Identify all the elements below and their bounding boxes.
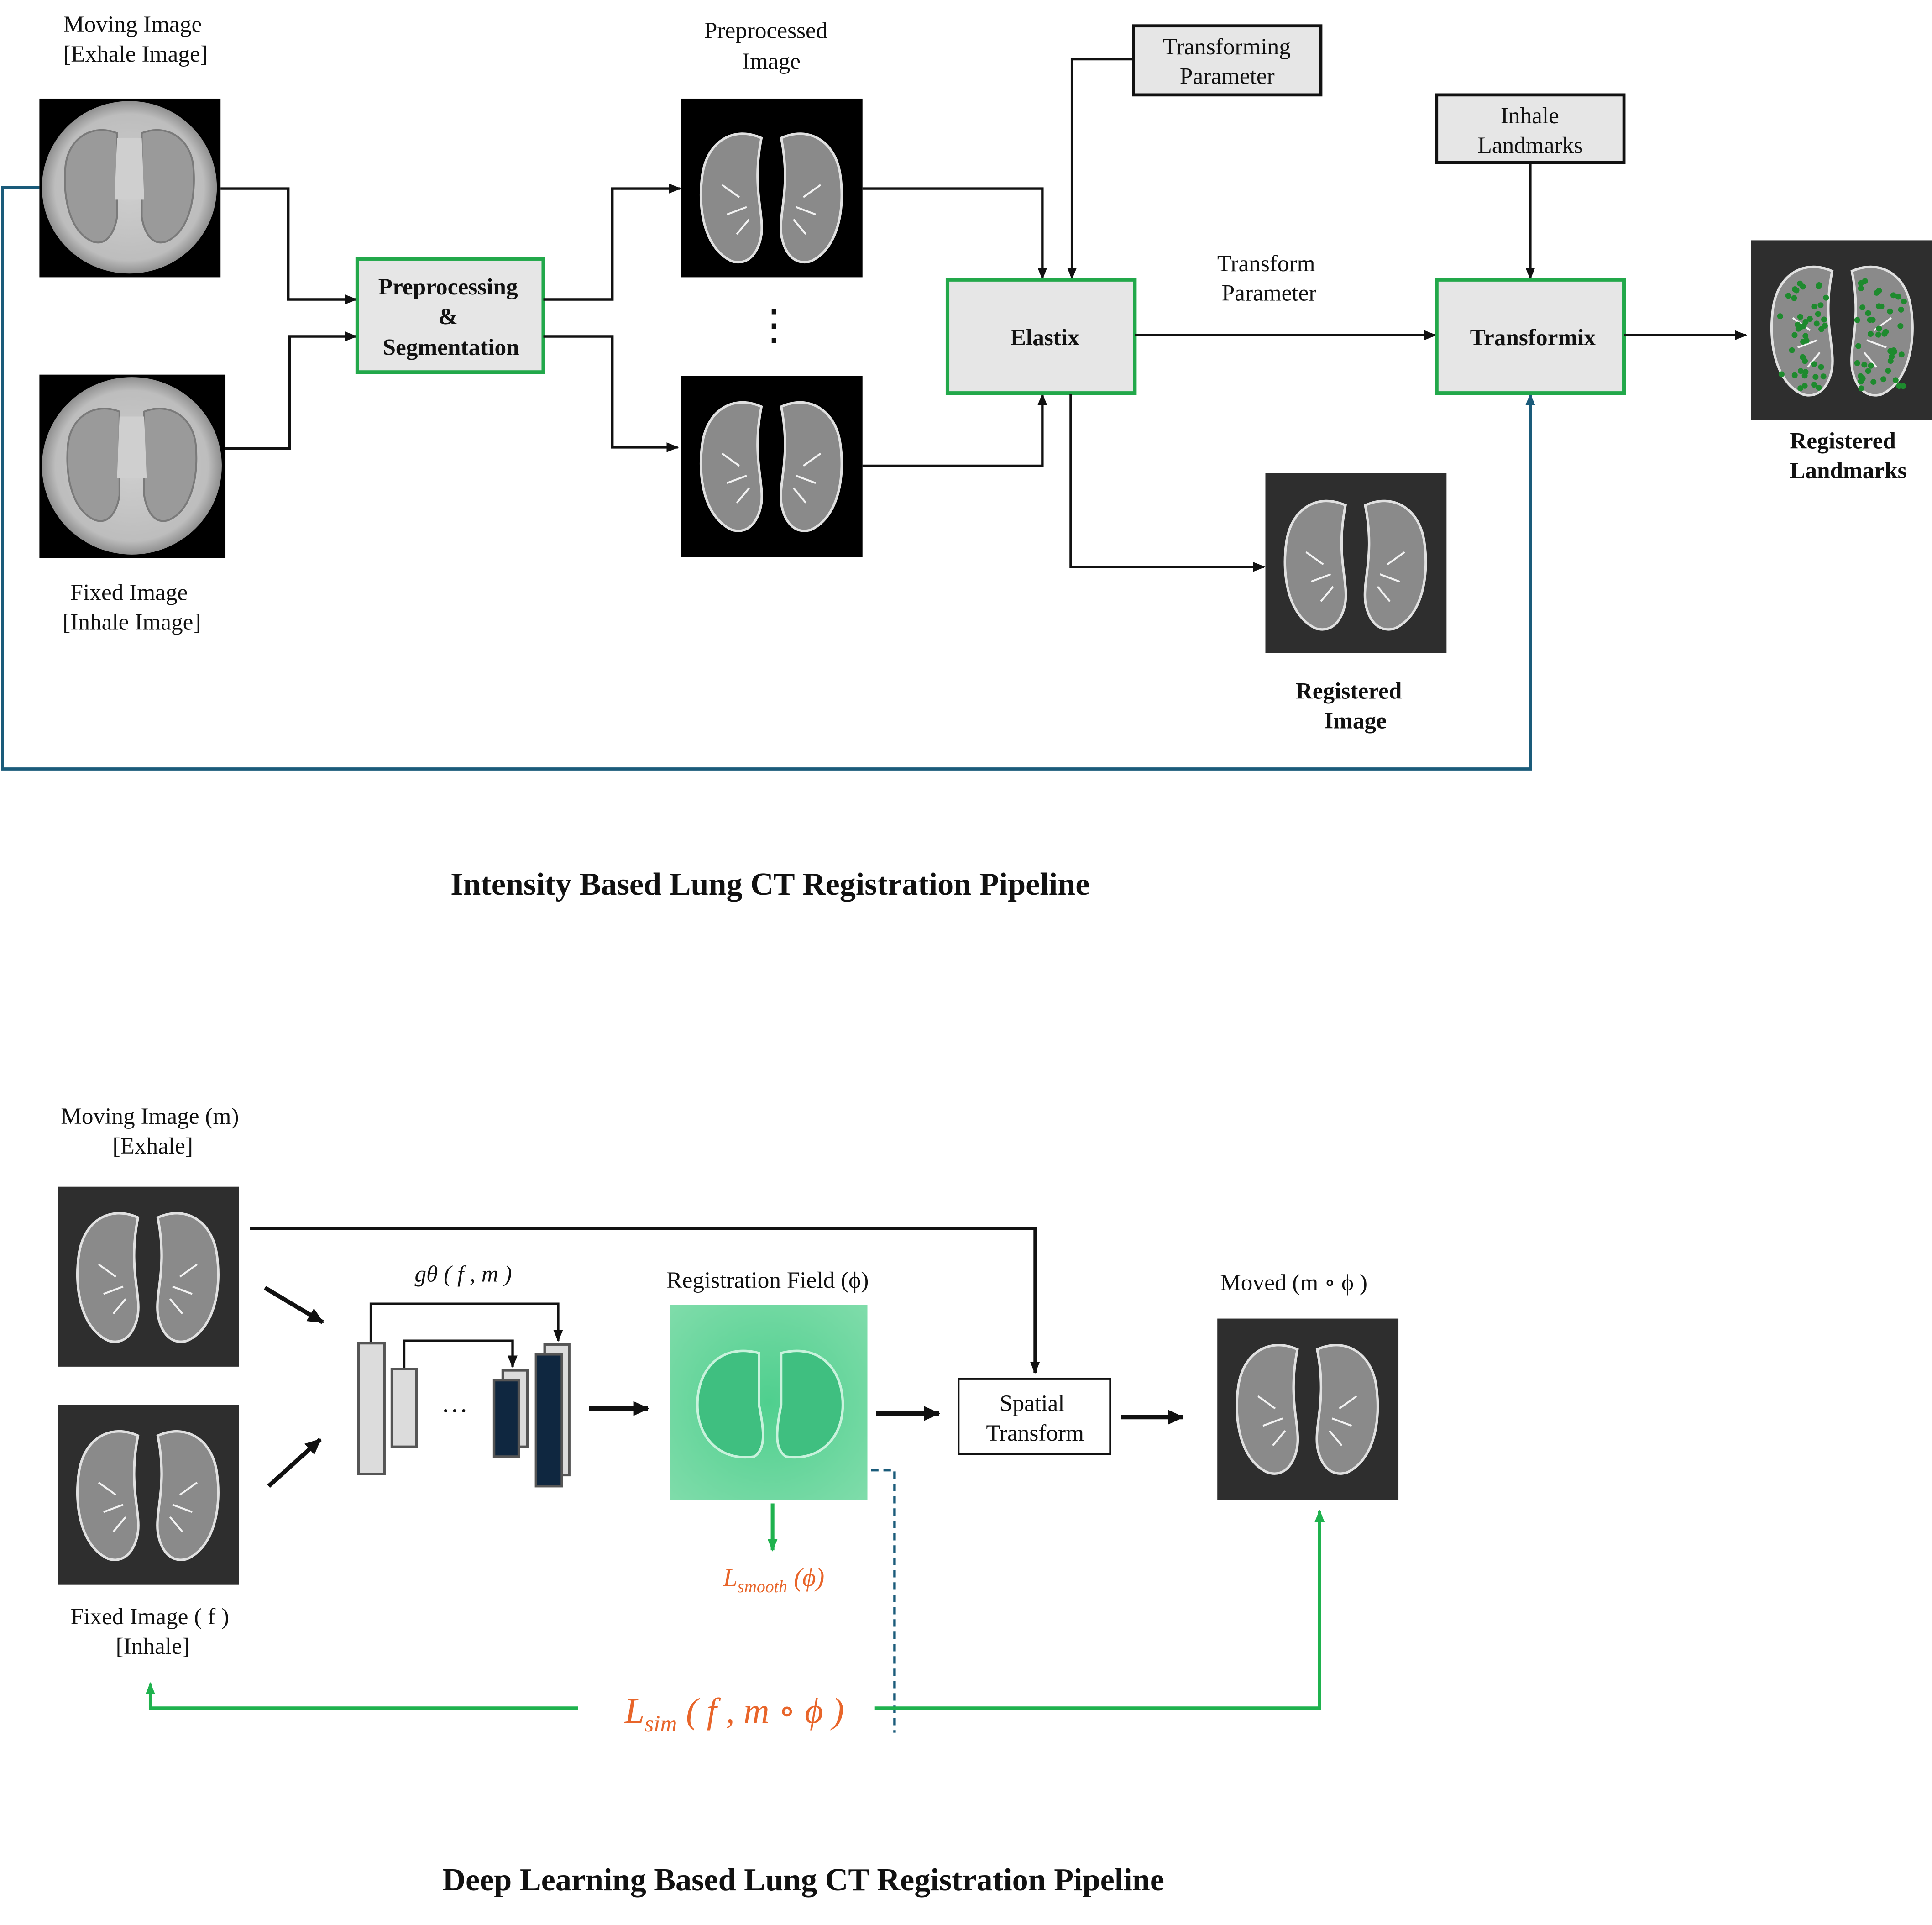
- network-label: gθ ( f , m ): [414, 1261, 512, 1287]
- registered-landmarks-image: [1751, 240, 1932, 420]
- transforming-parameter-box: [1132, 24, 1323, 97]
- dl-moving-image: [58, 1186, 239, 1367]
- moving-to-preprocessing-arrow: [220, 187, 357, 304]
- registered-landmarks-label: Registered Landmarks: [1790, 428, 1906, 484]
- sim-loss-to-fixed-arrow: [145, 1682, 578, 1710]
- image2-to-elastix-arrow: [862, 393, 1047, 467]
- elastix-to-registered-arrow: [1069, 394, 1266, 572]
- fixed-image-label: Fixed Image [Inhale Image]: [63, 580, 201, 635]
- registered-image: [1265, 473, 1447, 653]
- vertical-ellipsis: ⋮: [753, 301, 795, 348]
- network-ellipsis: ···: [441, 1395, 468, 1426]
- moving-image-thumbnail: [39, 98, 221, 278]
- registered-image-label: Registered Image: [1296, 678, 1408, 734]
- transformix-label: Transformix: [1470, 325, 1596, 351]
- moved-image-label: Moved (m ∘ ϕ ): [1220, 1269, 1367, 1296]
- spatial-transform-box: [958, 1378, 1111, 1455]
- moving-to-network-arrow: [263, 1286, 324, 1324]
- intensity-pipeline: Moving Image [Exhale Image] Fixed Image …: [1, 11, 1932, 902]
- param-to-elastix-arrow: [1067, 58, 1134, 280]
- registration-field-image: [670, 1305, 868, 1500]
- fixed-to-network-arrow: [267, 1437, 322, 1488]
- dl-fixed-image-label: Fixed Image ( f ) [Inhale]: [71, 1604, 235, 1659]
- moving-to-spatial-transform-arrow: [250, 1227, 1040, 1374]
- preprocessed-image-1: [681, 98, 863, 278]
- similarity-loss-label: Lsim ( f , m ∘ ϕ ): [624, 1691, 844, 1737]
- transform-parameter-label: Transform Parameter: [1217, 251, 1321, 306]
- dl-fixed-image: [58, 1405, 239, 1585]
- fixed-to-preprocessing-arrow: [225, 331, 357, 450]
- preprocessing-segmentation-box: [355, 257, 545, 374]
- moving-image-label: Moving Image [Exhale Image]: [63, 11, 208, 67]
- inhale-landmarks-label: Inhale Landmarks: [1478, 103, 1583, 158]
- preprocessed-image-label: Preprocessed Image: [704, 18, 833, 74]
- field-dashed-connector: [871, 1469, 896, 1733]
- deep-learning-pipeline: Moving Image (m) [Exhale] Fixed Image ( …: [58, 1103, 1399, 1898]
- fixed-landmark-feedback-line: [1, 185, 1535, 771]
- dl-moving-image-label: Moving Image (m) [Exhale]: [61, 1103, 245, 1159]
- registration-field-label: Registration Field (ϕ): [666, 1267, 869, 1293]
- transforming-parameter-label: Transforming Parameter: [1163, 34, 1297, 89]
- deep-learning-pipeline-title: Deep Learning Based Lung CT Registration…: [442, 1862, 1164, 1898]
- sim-loss-to-moved-arrow: [874, 1510, 1325, 1710]
- intensity-pipeline-title: Intensity Based Lung CT Registration Pip…: [450, 866, 1089, 902]
- preprocessing-to-image2-arrow: [543, 335, 679, 452]
- fixed-image-thumbnail: [39, 374, 226, 558]
- unet-network: ···: [357, 1302, 571, 1488]
- elastix-label: Elastix: [1011, 325, 1079, 351]
- smooth-loss-label: Lsmooth (ϕ): [723, 1563, 824, 1596]
- moved-image: [1217, 1318, 1399, 1500]
- elastix-box: [945, 278, 1137, 395]
- image1-to-elastix-arrow: [862, 187, 1047, 280]
- preprocessing-box-label: Preprocessing & Segmentation: [378, 274, 524, 360]
- spatial-transform-label: Spatial Transform: [986, 1390, 1084, 1446]
- preprocessing-to-image1-arrow: [543, 184, 681, 301]
- preprocessed-image-2: [681, 376, 863, 557]
- inhale-landmarks-box: [1435, 93, 1626, 164]
